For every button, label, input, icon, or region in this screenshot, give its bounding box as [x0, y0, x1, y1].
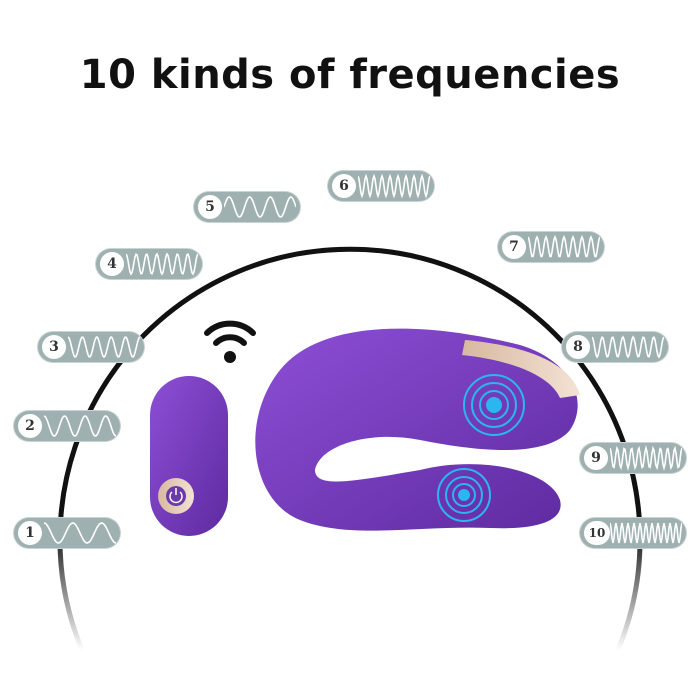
waveform-icon [44, 522, 116, 544]
frequency-number: 1 [18, 521, 42, 545]
frequency-number: 8 [566, 335, 590, 359]
waveform-icon [358, 173, 430, 199]
frequency-badge-4: 4 [96, 249, 202, 279]
frequency-badge-2: 2 [14, 411, 120, 441]
vibration-icon [463, 374, 525, 436]
waveform-icon [610, 522, 682, 544]
frequency-badge-10: 10 [580, 518, 686, 548]
frequency-badge-3: 3 [38, 332, 144, 362]
frequency-number: 10 [584, 521, 610, 545]
vibration-icon [437, 468, 491, 522]
frequency-number: 5 [198, 195, 222, 219]
waveform-icon [610, 445, 682, 471]
frequency-badge-1: 1 [14, 518, 120, 548]
frequency-badge-7: 7 [498, 232, 604, 262]
frequency-badge-9: 9 [580, 443, 686, 473]
frequency-badge-5: 5 [194, 192, 300, 222]
waveform-icon [224, 196, 296, 218]
frequency-number: 2 [18, 414, 42, 438]
frequency-number: 3 [42, 335, 66, 359]
waveform-icon [44, 415, 116, 437]
wireless-signal-icon [204, 320, 256, 363]
waveform-icon [528, 234, 600, 258]
waveform-icon [126, 252, 198, 276]
vibrator-device [255, 328, 580, 531]
remote-control [150, 376, 228, 536]
frequency-badge-8: 8 [562, 332, 668, 362]
frequency-number: 7 [502, 235, 526, 259]
frequency-number: 9 [584, 446, 608, 470]
frequency-badge-6: 6 [328, 171, 434, 201]
waveform-icon [68, 335, 140, 359]
frequency-number: 6 [332, 174, 356, 198]
frequency-number: 4 [100, 252, 124, 276]
waveform-icon [592, 335, 664, 359]
frequency-arc [57, 246, 643, 651]
page-title: 10 kinds of frequencies [79, 52, 621, 98]
